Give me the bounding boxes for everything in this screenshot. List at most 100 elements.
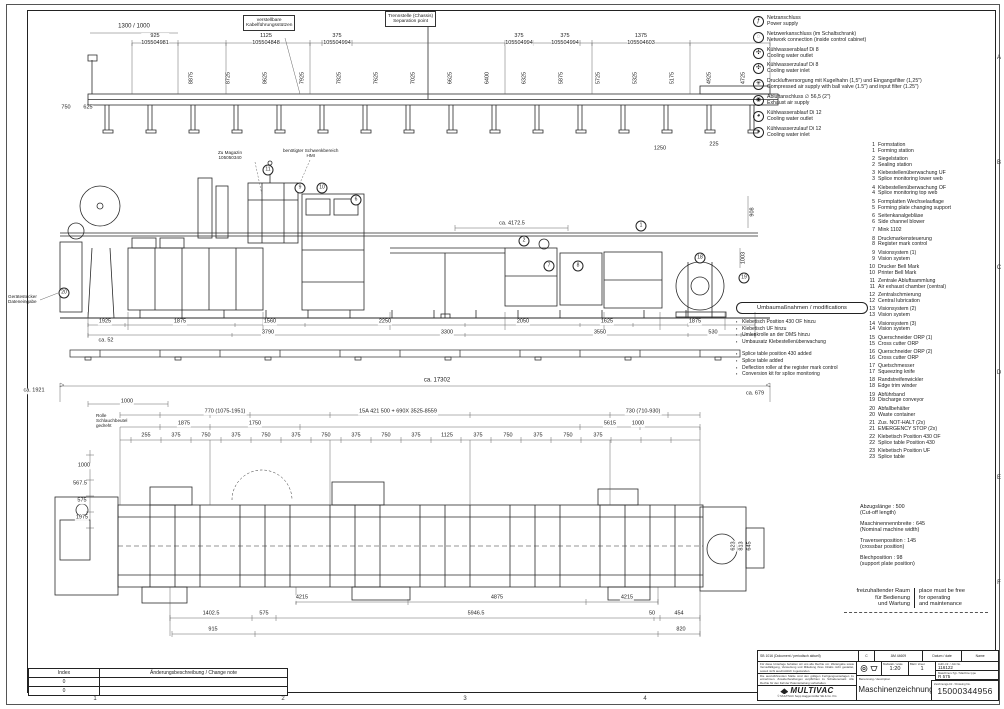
modifications-list-de: Klebetisch Position 430 OF hinzuKlebetis… [736,319,868,345]
station-label-en: Central lubrication [878,298,920,305]
dimension: 5615 [602,420,618,427]
station-label-de: Klebestellenüberwachung OF [878,184,947,191]
dimension: ca. 52 [97,337,115,344]
legend-label-de: Netzwerkanschluss (im Schaltschrank) [767,30,857,37]
legend-label-de: Kühlwasserablauf Di 12 [767,109,822,116]
station-balloon: 8 [572,260,584,272]
position-dimension: 8625 [262,70,269,86]
station-label-de: Visionsystem (1) [878,249,917,256]
dimension: 1875 [176,420,192,427]
station-label-en: Edge trim winder [878,383,917,390]
zone-number: 4 [643,696,647,702]
dimension: ca. 4172.5 [498,220,526,227]
zone-letter: D [996,370,1002,376]
divider [844,611,988,613]
pitch-dimension: 375 [532,432,544,439]
station-balloon: 19 [738,272,750,284]
range-dimension: 730 (710-930) [624,408,662,415]
sheet-inner-border [27,10,996,693]
station-balloon: 2 [518,235,530,247]
position-dimension: 6400 [484,70,491,86]
dimension: 1000 [76,462,92,469]
pitch-dimension: 255 [140,432,152,439]
station-label-en: Discharge conveyor [878,397,924,404]
dimension: 225 [708,141,720,148]
station-label-de: Querschneider ORP (2) [878,349,933,356]
parameter-de: Blechposition : 98 [860,554,903,561]
sheet-value: 1 [920,665,924,672]
cable-duct-geometry [69,349,741,361]
brand-name: MULTIVAC [790,686,834,696]
dimension: 750 [60,104,72,111]
parameter-entry: Maschinennennbreite : 645 (Nominal machi… [860,521,998,533]
dimension: 3300 [439,329,455,336]
station-balloon: 9 [294,182,306,194]
station-label-en: Splice table Position 430 [878,439,935,446]
zone-letter: E [996,475,1002,481]
station-label-en: Splice monitoring top web [878,190,938,197]
station-label-en: Side channel blower [878,218,925,225]
dimension: 1000 [119,398,135,405]
projection-symbol-icon [857,662,882,675]
index-value: 0 [29,678,100,686]
parameter-de: Maschinennennbreite : 645 [860,520,926,527]
dimension: 1402.5 [201,610,221,617]
pitch-dimension: 750 [562,432,574,439]
dimension: 575 [258,610,270,617]
bottom-view-geometry [54,469,765,604]
pitch-dimension: 1125 [440,432,454,439]
pitch-dimension: 375 [170,432,182,439]
modification-item: Splice table added [736,358,868,365]
connection-symbol-icon: ✣ [753,47,764,59]
station-balloon: 6 [350,194,362,206]
parameter-en: (crossbar position) [860,544,905,551]
pitch-dimension: 375 [350,432,362,439]
parameter-en: (Nominal machine width) [860,527,920,534]
dimension: 3790 [260,329,276,336]
station-label-de: Visionsystem (3) [878,320,917,327]
index-table: Index Änderungsbeschreibung / Change not… [28,668,288,696]
dimension: 50 [647,610,657,617]
dimension: 1975 [74,514,90,521]
legend-label-de: Druckluftversorgung mit Kugelhahn (1,5")… [767,78,922,85]
copyright-notice-1: Für diese Unterlage behalten wir uns all… [758,662,856,674]
connection-symbol-icon: ✣ [753,63,764,75]
parameter-de: Abzugslänge : 500 [860,504,905,510]
pitch-dimension: 750 [380,432,392,439]
station-label-en: Vision system [878,326,910,333]
width-dimension: 813 [738,540,745,552]
position-dimension: 5175 [669,70,676,86]
pitch-dimension: 375 [472,432,484,439]
station-label-en: Splice table [878,454,905,461]
clearance-note: freizuhaltender Raum für Bedienung und W… [836,588,996,613]
range-dimension: 770 (1075-1951) [203,408,247,415]
title-block-note: SB 1016 (Dokument / periodisch aktuell) [758,651,859,661]
station-label-de: Quetschmesser [878,363,915,370]
position-dimension: 8725 [225,70,232,86]
dimension: 625 [82,104,94,111]
dimension: 2050 [515,318,531,325]
middle-view-dimensions [39,159,756,338]
station-label-en: Forming station [878,147,914,154]
dimension: 908 [749,206,756,218]
connection-symbol-icon: ◑ [753,126,764,138]
connection-symbol-icon: ✳ [753,79,764,91]
drawing-title: Maschinenzeichnung [858,685,934,694]
connection-symbol-icon: ◌ [753,31,764,43]
